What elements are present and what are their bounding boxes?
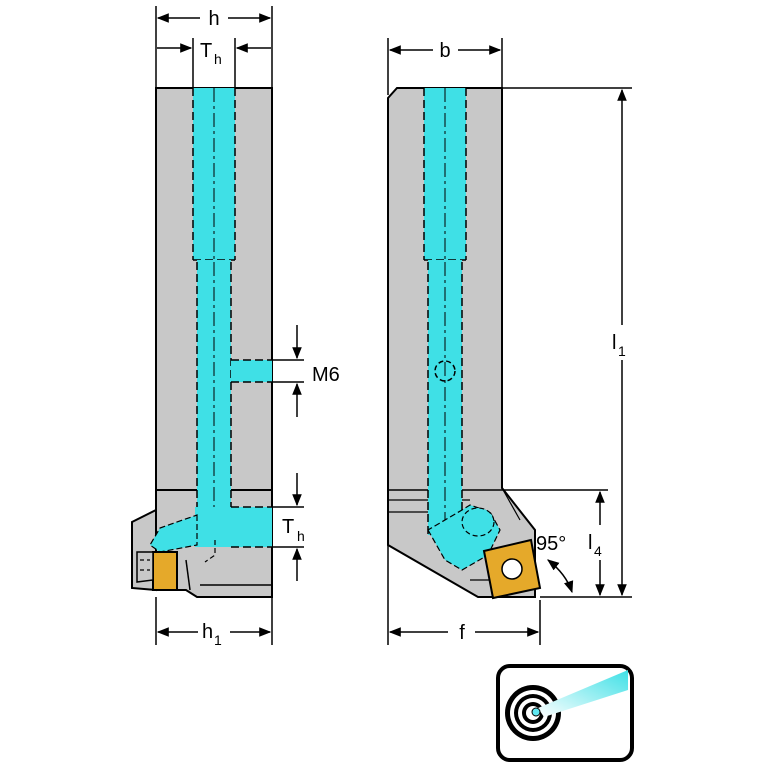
dim-f-label: f bbox=[459, 622, 465, 644]
dim-m6-label: M6 bbox=[312, 364, 340, 386]
dim-th-right-label: T bbox=[282, 516, 294, 538]
left-insert bbox=[152, 551, 178, 591]
right-view: b l 1 l 4 95° f bbox=[387, 38, 632, 645]
dim-l4-sub: 4 bbox=[594, 543, 602, 559]
dim-h-label: h bbox=[208, 8, 219, 30]
dim-l1-sub: 1 bbox=[618, 343, 626, 359]
left-coolant-to-insert bbox=[149, 514, 198, 553]
th-port bbox=[195, 507, 272, 547]
dim-l4-label: l bbox=[588, 532, 592, 554]
dim-b-label: b bbox=[439, 40, 450, 62]
dim-th-right-sub: h bbox=[297, 528, 305, 544]
right-m6-port-marker bbox=[434, 360, 456, 382]
dim-l1-label: l bbox=[612, 332, 616, 354]
left-view: h T h M6 T h h 1 bbox=[131, 6, 340, 648]
dim-angle-label: 95° bbox=[536, 533, 566, 555]
internal-coolant-target-icon bbox=[496, 664, 634, 762]
dim-th-top-label: T bbox=[200, 40, 212, 62]
dim-h1-label: h bbox=[202, 621, 213, 643]
angle-arc bbox=[547, 559, 574, 594]
dim-h1-sub: 1 bbox=[214, 632, 222, 648]
m6-port bbox=[231, 360, 272, 382]
dim-th-top-sub: h bbox=[214, 51, 222, 67]
insert-hole bbox=[501, 558, 523, 580]
